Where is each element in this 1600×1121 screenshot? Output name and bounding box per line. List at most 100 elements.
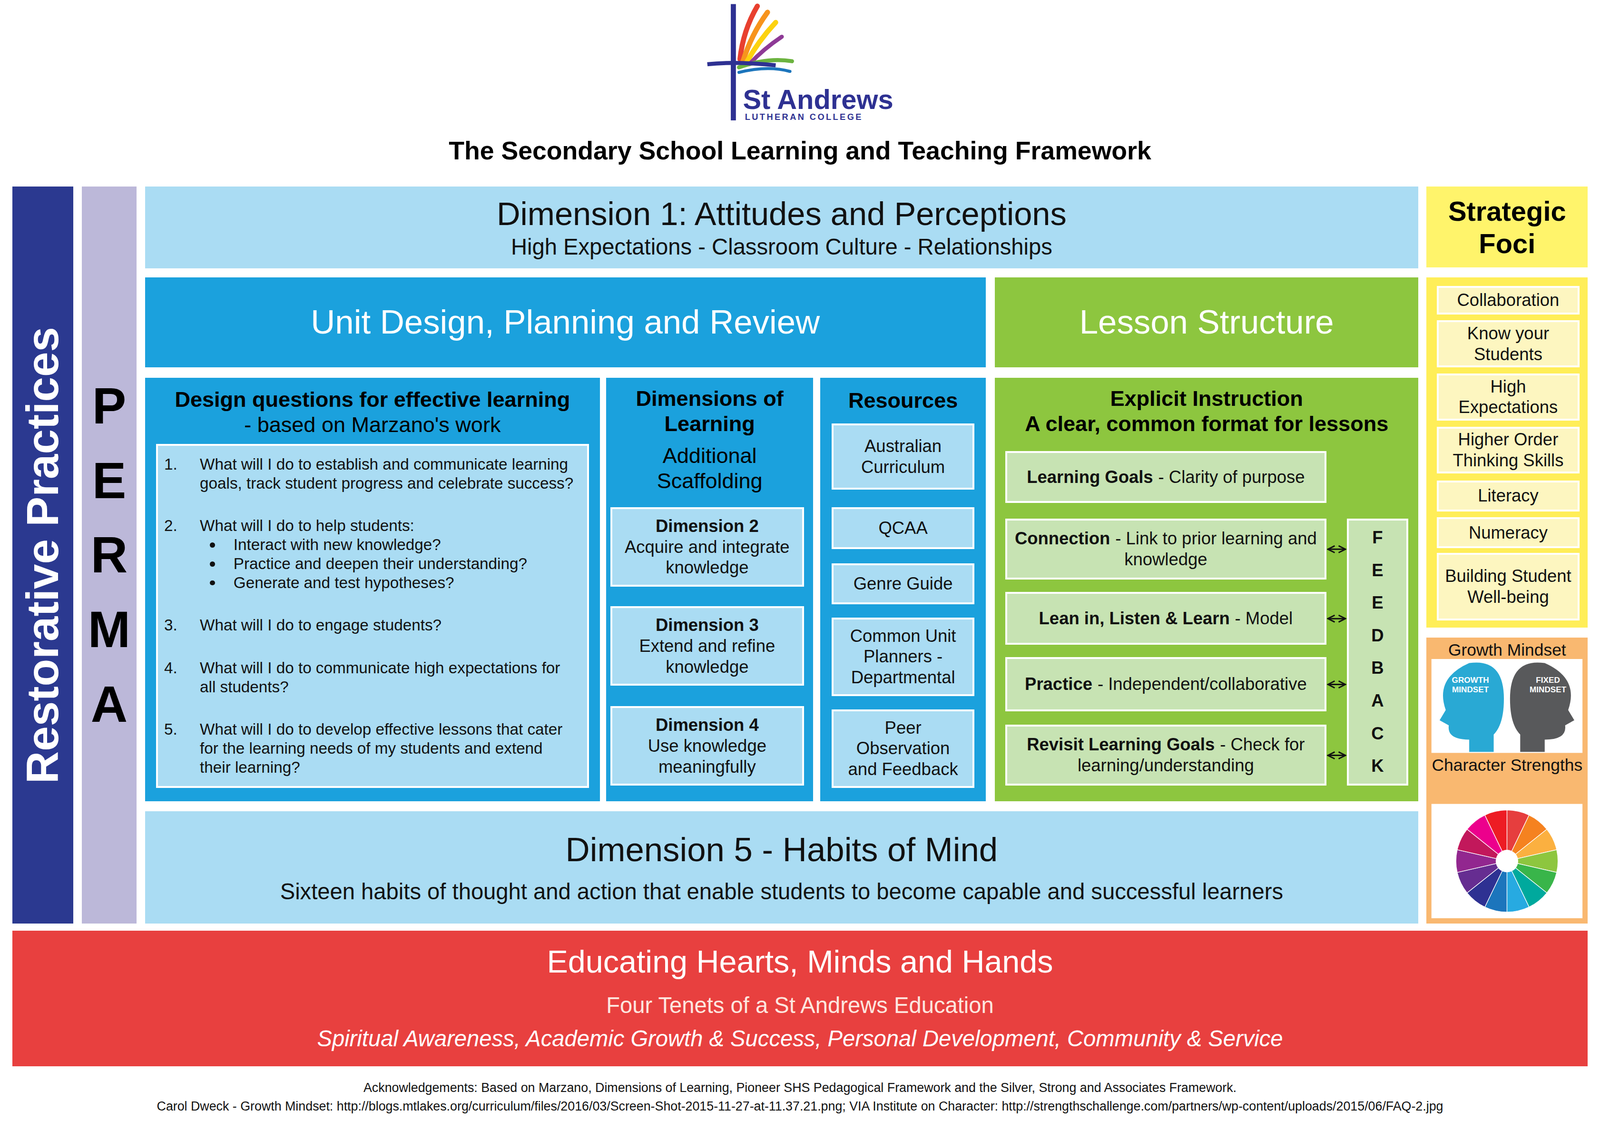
logo-text: LUTHERAN COLLEGE xyxy=(745,112,904,123)
panel-heading: Four Tenets of a St Andrews Education xyxy=(17,991,1583,1020)
question-text: What will I do to help students: xyxy=(199,516,577,536)
mindset-label: FIXED MINDSET xyxy=(1520,675,1576,695)
question-number: 2. xyxy=(164,516,200,593)
feedback-arrow xyxy=(1327,617,1346,619)
framework-box: Lean in, Listen & Learn- Model xyxy=(1005,591,1327,646)
box-text: Lesson Structure xyxy=(1079,302,1335,343)
panel-heading: Additional Scaffolding xyxy=(611,442,809,494)
panel-heading: Dimensions of Learning xyxy=(611,385,809,437)
acknowledgement-note: Acknowledgements: Based on Marzano, Dime… xyxy=(0,1080,1600,1096)
feedback-arrow xyxy=(1327,683,1346,686)
panel-heading: Growth Mindset xyxy=(1431,639,1583,660)
panel-heading: Educating Hearts, Minds and Hands xyxy=(17,942,1583,982)
question-text: What will I do to establish and communic… xyxy=(199,454,577,493)
box-text: Australian Curriculum xyxy=(839,435,967,478)
step-detail: - Link to prior learning and knowledge xyxy=(1115,528,1317,570)
framework-box: Design questions for effective learning-… xyxy=(145,377,601,802)
framework-box: 1.What will I do to establish and commun… xyxy=(156,443,589,788)
framework-box: Higher Order Thinking Skills xyxy=(1436,426,1580,474)
sub-question: Interact with new knowledge? xyxy=(233,535,442,555)
mindset-illustration xyxy=(1426,637,1588,924)
step-detail: - Clarity of purpose xyxy=(1158,467,1306,487)
mindset-label: GROWTH MINDSET xyxy=(1442,675,1499,695)
panel-heading: Strategic Foci xyxy=(1431,195,1583,261)
sub-question: Practice and deepen their understanding? xyxy=(233,554,528,574)
framework-box: Know your Students xyxy=(1436,320,1580,368)
framework-box: PERMA xyxy=(81,186,138,924)
framework-box: Learning Goals- Clarity of purpose xyxy=(1005,451,1327,503)
question-number: 4. xyxy=(164,658,200,697)
framework-box: Educating Hearts, Minds and HandsFour Te… xyxy=(12,930,1589,1067)
feedback-arrow xyxy=(1327,548,1346,550)
box-text: Use knowledge meaningfully xyxy=(618,735,796,778)
framework-box: Growth MindsetCharacter Strengths xyxy=(1426,637,1588,924)
page-title: The Secondary School Learning and Teachi… xyxy=(0,135,1600,166)
framework-box: Literacy xyxy=(1436,480,1580,511)
step-detail: - Model xyxy=(1235,608,1294,629)
framework-box: Strategic FociCollaborationKnow your Stu… xyxy=(1426,186,1588,628)
step-name: Practice xyxy=(1024,674,1093,694)
box-text: QCAA xyxy=(878,517,928,539)
box-text: Dimension 1: Attitudes and Perceptions xyxy=(496,194,1067,234)
framework-box: Dimension 1: Attitudes and PerceptionsHi… xyxy=(145,186,1419,269)
box-text: Know your Students xyxy=(1444,323,1572,365)
question-text: What will I do to engage students? xyxy=(199,615,577,635)
framework-box: ResourcesAustralian CurriculumQCAA Genre … xyxy=(820,377,986,802)
question-text: What will I do to develop effective less… xyxy=(199,719,577,777)
box-text: Common Unit Planners - Departmental xyxy=(839,625,967,688)
logo-text: St Andrews xyxy=(742,83,901,116)
question-number: 5. xyxy=(164,719,200,777)
box-text: Higher Order Thinking Skills xyxy=(1444,429,1572,472)
panel-heading: Explicit Instruction xyxy=(1000,385,1414,412)
framework-box: Dimensions of LearningAdditional Scaffol… xyxy=(606,377,814,802)
step-name: Lean in, Listen & Learn xyxy=(1039,608,1230,629)
framework-box: Restorative Practices xyxy=(12,186,74,924)
framework-box: Unit Design, Planning and Review xyxy=(145,277,986,368)
framework-box: Revisit Learning Goals- Check for learni… xyxy=(1005,724,1327,786)
step-name: Revisit Learning Goals xyxy=(1026,734,1215,755)
panel-heading: - based on Marzano's work xyxy=(149,412,595,438)
vertical-letters: FEEDBACK xyxy=(1368,521,1386,783)
box-text: Unit Design, Planning and Review xyxy=(310,302,820,343)
box-text: Dimension 3 xyxy=(655,614,759,636)
box-text: Peer Observation and Feedback xyxy=(839,717,967,780)
box-text: Building Student Well-being xyxy=(1444,565,1572,608)
box-text: High Expectations xyxy=(1444,376,1572,419)
box-text: Numeracy xyxy=(1468,522,1548,544)
box-text: Sixteen habits of thought and action tha… xyxy=(280,878,1284,906)
acknowledgement-note: Carol Dweck - Growth Mindset: http://blo… xyxy=(0,1099,1600,1114)
box-text: Acquire and integrate knowledge xyxy=(618,536,796,579)
framework-box: Australian Curriculum xyxy=(831,423,975,490)
panel-heading: Design questions for effective learning xyxy=(149,386,595,413)
panel-heading: Spiritual Awareness, Academic Growth & S… xyxy=(17,1025,1583,1053)
framework-box: FEEDBACK xyxy=(1346,518,1409,786)
framework-box: Collaboration xyxy=(1436,285,1580,315)
box-text: Literacy xyxy=(1477,485,1539,507)
framework-box: Connection- Link to prior learning and k… xyxy=(1005,518,1327,580)
framework-box: Dimension 5 - Habits of MindSixteen habi… xyxy=(145,811,1419,924)
panel-heading: Resources xyxy=(825,387,981,414)
framework-box: Genre Guide xyxy=(831,563,975,605)
box-text: High Expectations - Classroom Culture - … xyxy=(510,233,1053,261)
framework-box: Dimension 3Extend and refine knowledge xyxy=(610,606,805,686)
box-text: Genre Guide xyxy=(853,573,953,595)
box-text: Collaboration xyxy=(1457,289,1560,311)
side-band-text: Restorative Practices xyxy=(15,326,70,784)
framework-box: QCAA xyxy=(831,507,975,550)
framework-box: Explicit InstructionA clear, common form… xyxy=(994,377,1419,802)
framework-box: Practice- Independent/collaborative xyxy=(1005,657,1327,712)
step-name: Connection xyxy=(1014,528,1110,549)
framework-box: Building Student Well-being xyxy=(1436,552,1580,621)
framework-box: Peer Observation and Feedback xyxy=(831,709,975,788)
sub-question: Generate and test hypotheses? xyxy=(233,573,455,593)
framework-box: Common Unit Planners - Departmental xyxy=(831,617,975,697)
box-text: Dimension 4 xyxy=(655,714,759,736)
bullet xyxy=(209,542,216,548)
framework-box: Dimension 4Use knowledge meaningfully xyxy=(610,706,805,786)
step-detail: - Independent/collaborative xyxy=(1097,674,1307,694)
framework-box: Numeracy xyxy=(1436,517,1580,548)
bullet xyxy=(209,561,216,567)
box-text: Extend and refine knowledge xyxy=(618,635,796,678)
step-name: Learning Goals xyxy=(1026,467,1153,487)
framework-box: High Expectations xyxy=(1436,373,1580,421)
